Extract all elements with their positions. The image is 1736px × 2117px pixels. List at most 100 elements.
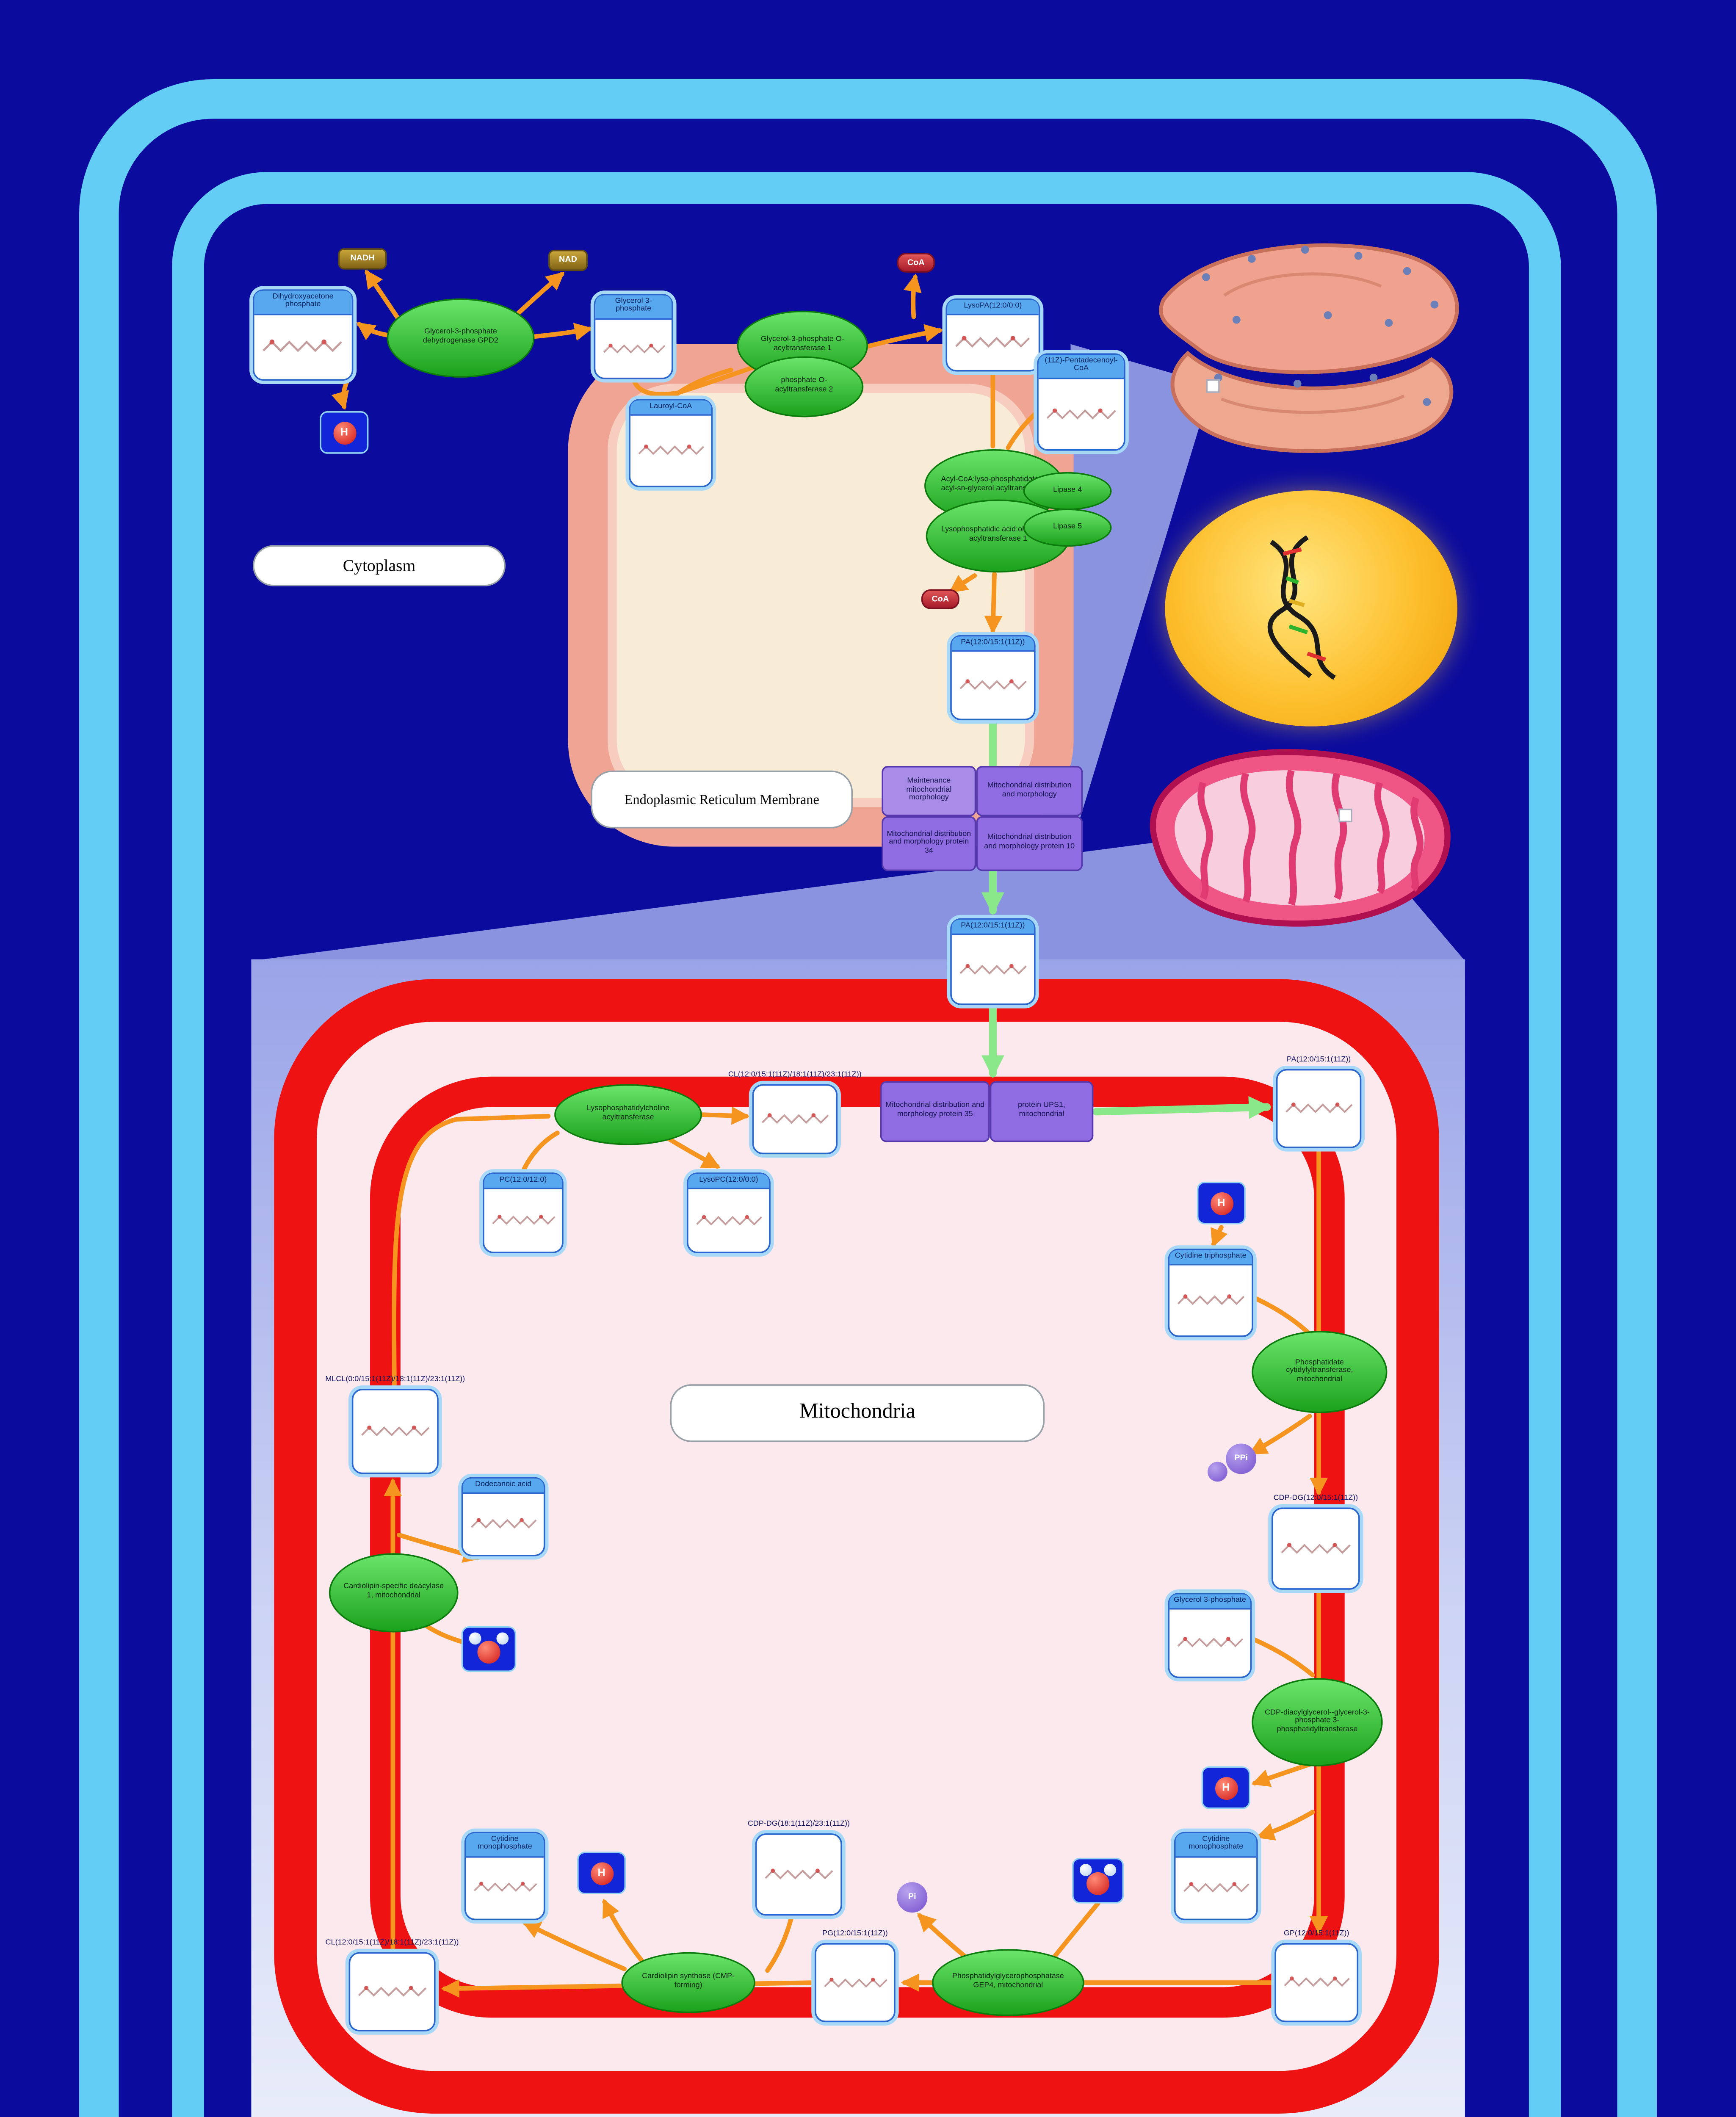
enzyme-label: Cardiolipin synthase (CMP-forming) [642,1972,735,1990]
h-badge-cytosol[interactable]: H [320,411,369,454]
nad-badge[interactable]: NAD [548,249,588,271]
hydrogen-atom [1079,1864,1092,1876]
h-badge-crd[interactable]: H [577,1852,626,1895]
protein-mdm34[interactable]: Mitochondrial distribution and morpholog… [882,816,976,871]
metabolite-g3p-mito[interactable]: Glycerol 3-phosphate [1168,1592,1252,1678]
metabolite-pentadecenoyl-coa[interactable]: (11Z)-Pentadecenoyl-CoA [1037,353,1125,451]
molecule-structure [1175,1857,1256,1919]
cytoplasm-label-text: Cytoplasm [343,556,416,575]
protein-mdm10[interactable]: Mitochondrial distribution and morpholog… [976,816,1083,871]
ppi-label: PPi [1226,1443,1257,1474]
enzyme-label: Lipase 4 [1053,485,1082,495]
enzyme-label: Lipase 5 [1053,522,1082,531]
protein-mmm1[interactable]: Maintenance mitochondrial morphology [882,766,976,816]
metabolite-lysopc[interactable]: LysoPC(12:0/0:0) [687,1172,771,1253]
metabolite-cdp-dg-1[interactable]: CDP-DG(12:0/15:1(11Z)) [1272,1495,1360,1590]
protein-label: Mitochondrial distribution and morpholog… [887,829,971,856]
h-badge-pgs[interactable]: H [1201,1766,1250,1809]
metabolite-name: Cytidine monophosphate [1175,1833,1257,1857]
cytoplasm-label: Cytoplasm [253,545,506,586]
metabolite-cmp-right[interactable]: Cytidine monophosphate [1174,1832,1258,1921]
metabolite-g3p-cytosol[interactable]: Glycerol 3-phosphate [594,294,673,379]
protein-ups1[interactable]: protein UPS1, mitochondrial [990,1081,1094,1142]
metabolite-pa-er[interactable]: PA(12:0/15:1(11Z)) [950,635,1036,721]
h2o-badge-right[interactable] [1072,1857,1124,1904]
mito-zoom-marker [1338,808,1352,823]
coa-badge-er[interactable]: CoA [921,589,959,609]
mitochondria-label-text: Mitochondria [799,1401,915,1424]
metabolite-lysopa[interactable]: LysoPA(12:0/0:0) [945,298,1040,372]
enzyme-label: CDP-diacylglycerol--glycerol-3-phosphate… [1265,1708,1370,1734]
metabolite-pg[interactable]: PG(12:0/15:1(11Z)) [815,1930,896,2023]
h-label: H [1214,1776,1238,1799]
metabolite-name: LysoPC(12:0/0:0) [688,1174,769,1189]
enzyme-crd1[interactable]: Cardiolipin synthase (CMP-forming) [621,1952,755,2013]
metabolite-cl-bottom[interactable]: CL(12:0/15:1(11Z)/18:1(11Z)/23:1(11Z)) [326,1939,459,2031]
pi-badge[interactable]: Pi [897,1882,928,1913]
enzyme-gep4[interactable]: Phosphatidylglycerophosphatase GEP4, mit… [932,1949,1084,2016]
enzyme-lipase4[interactable]: Lipase 4 [1023,472,1112,510]
molecule-structure [1169,1609,1250,1677]
metabolite-cdp-dg-2[interactable]: CDP-DG(18:1(11Z)/23:1(11Z)) [748,1820,850,1916]
molecule-structure [630,415,711,486]
molecule-structure [595,319,672,377]
metabolite-lauroyl-coa[interactable]: Lauroyl-CoA [629,399,713,487]
protein-label: Mitochondrial distribution and morpholog… [984,833,1075,851]
coa-badge-top[interactable]: CoA [897,253,935,273]
molecule-structure [688,1189,769,1252]
plasma-membrane-ring [79,79,1657,2117]
metabolite-cmp-left[interactable]: Cytidine monophosphate [464,1832,545,1921]
molecule-structure [1169,1265,1252,1335]
metabolite-name: CL(12:0/15:1(11Z)/18:1(11Z)/23:1(11Z)) [728,1071,862,1080]
enzyme-lpaat1[interactable]: Lysophosphatidic acid:oleoyl-CoA acyltra… [926,499,1071,573]
metabolite-dhap[interactable]: Dihydroxyacetone phosphate [253,289,354,381]
metabolite-pc[interactable]: PC(12:0/12:0) [483,1172,564,1253]
metabolite-gp[interactable]: GP(12:0/15:1(11Z)) [1274,1930,1359,2023]
metabolite-pa-mito[interactable]: PA(12:0/15:1(11Z)) [1276,1056,1362,1148]
metabolite-ctp[interactable]: Cytidine triphosphate [1168,1249,1253,1337]
er-zoom-marker [1206,379,1220,393]
enzyme-gpd2[interactable]: Glycerol-3-phosphate dehydrogenase GPD2 [387,298,535,378]
enzyme-label: Phosphatidylglycerophosphatase GEP4, mit… [952,1972,1064,1990]
er-membrane-label-text: Endoplasmic Reticulum Membrane [624,791,819,807]
metabolite-name: Cytidine monophosphate [466,1833,544,1857]
enzyme-gpat2[interactable]: phosphate O-acyltransferase 2 [744,356,864,417]
molecule-structure [952,651,1034,719]
enzyme-label: Cardiolipin-specific deacylase 1, mitoch… [343,1583,444,1600]
enzyme-lipase5[interactable]: Lipase 5 [1023,509,1112,547]
enzyme-pgs1[interactable]: CDP-diacylglycerol--glycerol-3-phosphate… [1252,1678,1383,1766]
enzyme-label: Acyl-CoA:lyso-phosphatidate 1-acyl-sn-gl… [941,475,1048,494]
protein-mdm35[interactable]: Mitochondrial distribution and morpholog… [880,1081,990,1142]
metabolite-dodecanoic-acid[interactable]: Dodecanoic acid [461,1477,545,1556]
metabolite-name: Glycerol 3-phosphate [1169,1594,1250,1609]
h-badge-ctp[interactable]: H [1197,1181,1246,1224]
metabolite-pa-intermembrane[interactable]: PA(12:0/15:1(11Z)) [950,918,1036,1005]
protein-mdm12[interactable]: Mitochondrial distribution and morpholog… [976,766,1083,816]
nadh-label: NADH [350,254,375,264]
enzyme-tamm41[interactable]: Phosphatidate cytidylyltransferase, mito… [1252,1331,1388,1413]
metabolite-name: PA(12:0/15:1(11Z)) [951,636,1034,652]
molecule-structure [463,1493,544,1555]
h-label: H [590,1861,613,1885]
ppi-badge[interactable]: PPi [1208,1443,1257,1482]
molecule-structure [350,1954,434,2030]
molecule-structure [484,1189,562,1252]
nucleus-illustration [1165,490,1457,727]
h2o-badge-left[interactable] [461,1626,517,1672]
enzyme-cld1[interactable]: Cardiolipin-specific deacylase 1, mitoch… [329,1553,459,1633]
metabolite-name: LysoPA(12:0/0:0) [947,300,1039,315]
protein-label: Mitochondrial distribution and morpholog… [885,1101,985,1119]
metabolite-name: CDP-DG(18:1(11Z)/23:1(11Z)) [747,1820,850,1830]
enzyme-lpcat[interactable]: Lysophosphatidylcholine acyltransferase [554,1084,702,1145]
enzyme-label: Lysophosphatidylcholine acyltransferase [586,1104,670,1122]
oxygen-atom [477,1641,500,1664]
metabolite-cl-inner[interactable]: CL(12:0/15:1(11Z)/18:1(11Z)/23:1(11Z)) [728,1071,862,1155]
ppi-small-circle [1208,1462,1227,1482]
nadh-badge[interactable]: NADH [338,248,387,270]
metabolite-name: Cytidine triphosphate [1169,1250,1252,1265]
molecule-structure [757,1835,840,1914]
molecule-structure [1277,1070,1360,1147]
metabolite-mlcl[interactable]: MLCL(0:0/15:1(11Z)/18:1(11Z)/23:1(11Z)) [325,1376,465,1474]
molecule-structure [466,1857,544,1919]
